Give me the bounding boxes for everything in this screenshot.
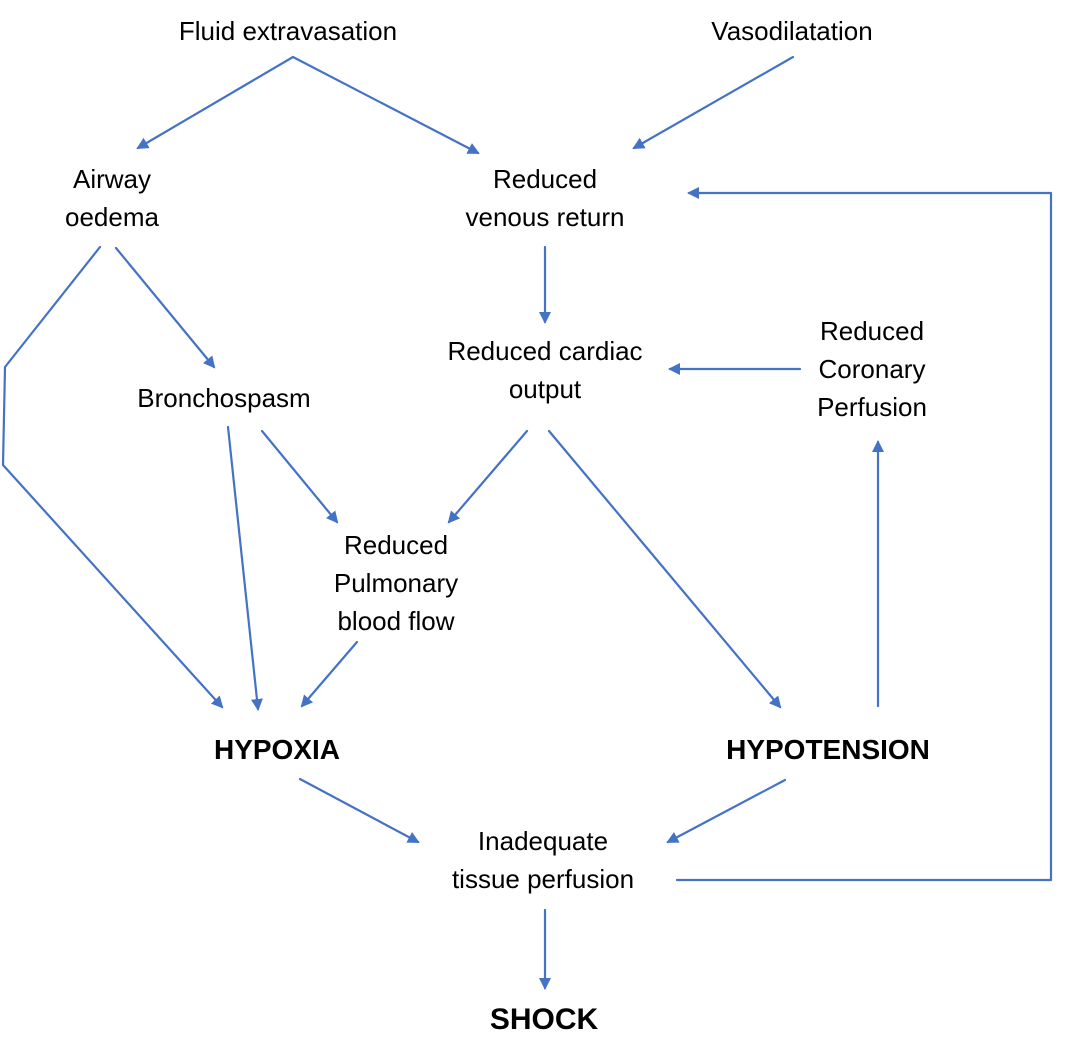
node-hypoxia: HYPOXIA xyxy=(214,734,340,765)
edge-hypotension-to-inadequate-tissue-perfusion xyxy=(666,778,787,844)
node-fluid-extravasation: Fluid extravasation xyxy=(179,16,397,46)
reduced-coronary-perfusion-line-3: Perfusion xyxy=(817,392,927,422)
node-shock: SHOCK xyxy=(490,1003,599,1036)
edge-airway-oedema-to-hypoxia xyxy=(1,245,224,709)
airway-oedema-line-1: Airway xyxy=(73,164,151,194)
edge-reduced-pulmonary-blood-flow-to-hypoxia xyxy=(300,640,359,708)
node-reduced-cardiac-output: Reduced cardiac output xyxy=(447,336,642,404)
edge-airway-oedema-to-bronchospasm xyxy=(114,246,216,369)
reduced-coronary-perfusion-line-2: Coronary xyxy=(819,354,926,384)
hypoxia-line-1: HYPOXIA xyxy=(214,734,340,765)
edge-fluid-extravasation-to-reduced-venous-return xyxy=(291,55,480,155)
reduced-pulmonary-blood-flow-line-1: Reduced xyxy=(344,530,448,560)
edge-bronchospasm-to-reduced-pulmonary-blood-flow xyxy=(260,429,339,524)
reduced-venous-return-line-1: Reduced xyxy=(493,164,597,194)
edge-bronchospasm-to-hypoxia xyxy=(226,425,263,711)
edge-hypoxia-to-inadequate-tissue-perfusion xyxy=(298,777,420,844)
reduced-pulmonary-blood-flow-line-2: Pulmonary xyxy=(334,568,458,598)
reduced-venous-return-line-2: venous return xyxy=(466,202,625,232)
reduced-cardiac-output-line-1: Reduced cardiac xyxy=(447,336,642,366)
node-bronchospasm: Bronchospasm xyxy=(137,383,310,413)
node-inadequate-tissue-perfusion: Inadequate tissue perfusion xyxy=(452,826,634,894)
fluid-extravasation-line-1: Fluid extravasation xyxy=(179,16,397,46)
reduced-pulmonary-blood-flow-line-3: blood flow xyxy=(337,606,454,636)
shock-line-1: SHOCK xyxy=(490,1003,599,1036)
edge-reduced-cardiac-output-to-hypotension xyxy=(547,429,782,709)
inadequate-tissue-perfusion-line-2: tissue perfusion xyxy=(452,864,634,894)
reduced-coronary-perfusion-line-1: Reduced xyxy=(820,316,924,346)
inadequate-tissue-perfusion-line-1: Inadequate xyxy=(478,826,608,856)
node-vasodilatation: Vasodilatation xyxy=(711,16,872,46)
edge-fluid-extravasation-to-airway-oedema xyxy=(136,55,295,150)
edge-reduced-cardiac-output-to-reduced-pulmonary-blood-flow xyxy=(447,429,529,524)
airway-oedema-line-2: oedema xyxy=(65,202,159,232)
edges-layer xyxy=(1,55,1053,990)
bronchospasm-line-1: Bronchospasm xyxy=(137,383,310,413)
nodes-layer: Fluid extravasation Vasodilatation Airwa… xyxy=(65,16,930,1036)
node-reduced-venous-return: Reduced venous return xyxy=(466,164,625,232)
hypotension-line-1: HYPOTENSION xyxy=(726,734,930,765)
vasodilatation-line-1: Vasodilatation xyxy=(711,16,872,46)
node-airway-oedema: Airway oedema xyxy=(65,164,159,232)
edge-vasodilatation-to-reduced-venous-return xyxy=(632,55,795,150)
reduced-cardiac-output-line-2: output xyxy=(509,374,582,404)
edge-inadequate-tissue-perfusion-to-reduced-venous-return xyxy=(675,187,1053,882)
node-hypotension: HYPOTENSION xyxy=(726,734,930,765)
